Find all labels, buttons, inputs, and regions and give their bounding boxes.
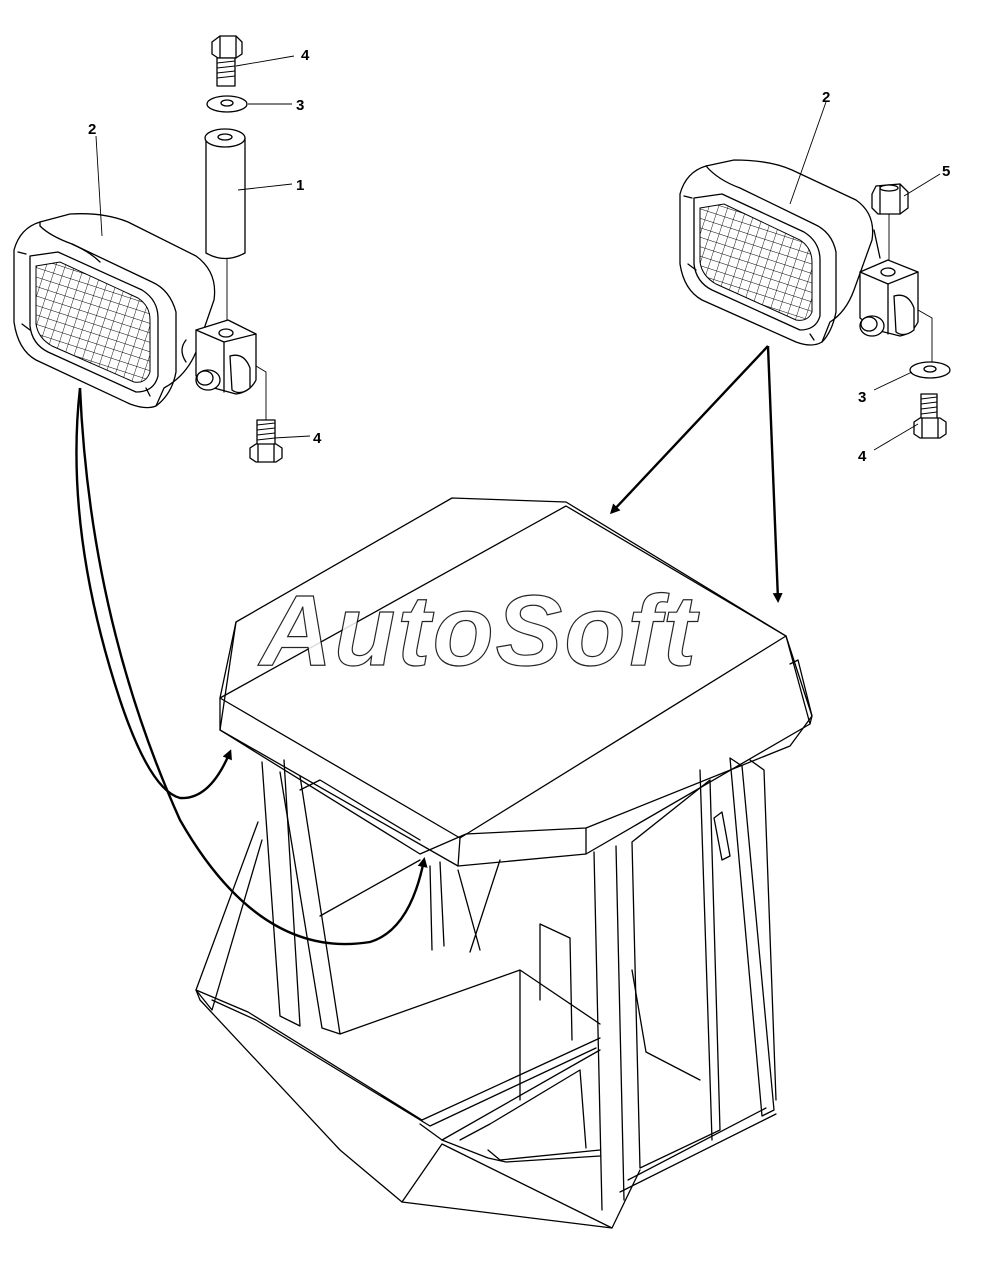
callout-left-lamp: 2 <box>88 121 96 138</box>
right-arrow-roof <box>609 345 769 515</box>
left-top-bolt-icon <box>211 35 243 87</box>
assembly-arrows <box>75 345 783 946</box>
right-lower-axis <box>917 309 933 362</box>
left-washer-icon <box>206 95 248 113</box>
cab-icon <box>195 497 813 1229</box>
callout-left-bolt-top: 4 <box>301 47 310 64</box>
left-curved-arrow-upper <box>75 387 232 800</box>
left-lamp-icon <box>13 213 257 409</box>
callout-left-washer: 3 <box>296 97 304 114</box>
callout-right-nut: 5 <box>942 163 950 180</box>
right-bolt-icon <box>913 393 947 439</box>
right-lamp-icon <box>679 159 919 346</box>
right-nut-icon <box>871 183 909 215</box>
callout-left-bolt-bottom: 4 <box>313 430 322 447</box>
callout-right-bolt: 4 <box>858 448 867 465</box>
left-curved-arrow-lower <box>78 387 428 946</box>
callout-left-spacer: 1 <box>296 177 304 194</box>
left-lamp-assembly <box>13 35 283 463</box>
leader-lines <box>95 55 941 451</box>
callout-right-lamp: 2 <box>822 89 830 106</box>
left-spacer-icon <box>204 128 246 260</box>
callout-right-washer: 3 <box>858 389 866 406</box>
right-arrow-side <box>766 345 783 603</box>
right-washer-icon <box>909 361 951 379</box>
watermark-text: AutoSoft <box>257 575 700 687</box>
right-lamp-assembly <box>679 159 951 439</box>
left-bottom-bolt-icon <box>249 365 283 463</box>
